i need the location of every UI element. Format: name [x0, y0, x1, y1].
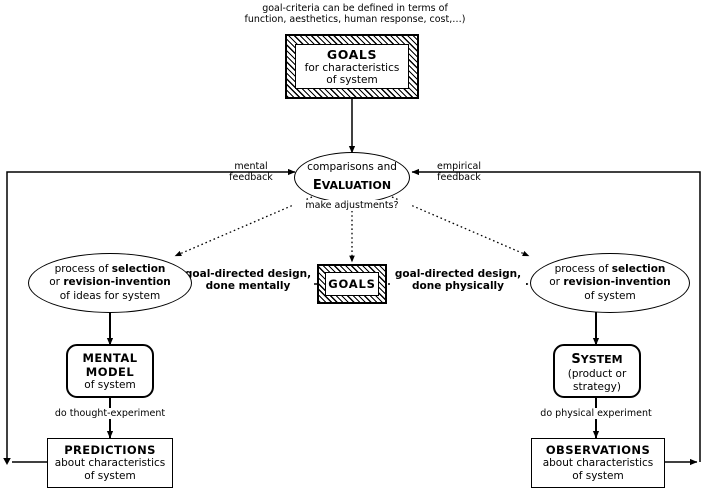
left-process-line2-bold: revision-invention [63, 276, 171, 289]
predictions-line3: of system [84, 470, 136, 482]
empirical-feedback-line2: feedback [437, 172, 481, 184]
left-process-line1-plain: process of [54, 263, 112, 276]
mental-feedback-label: mental feedback [218, 161, 284, 183]
evaluation-line1: comparisons and [307, 160, 397, 173]
thought-experiment-label: do thought-experiment [40, 408, 180, 420]
mental-model-box[interactable]: MENTAL MODEL of system [66, 344, 154, 398]
goals-box-top-line2: for characteristics [304, 62, 400, 74]
goals-box-center[interactable]: GOALS [317, 264, 387, 304]
left-process-line3: of ideas for system [59, 289, 161, 302]
system-line3: strategy) [573, 380, 621, 393]
goal-directed-physical-line2: done physically [411, 280, 505, 293]
system-initial: S [571, 352, 581, 368]
observations-line3: of system [572, 470, 624, 482]
goal-directed-mental-line2: done mentally [205, 280, 291, 293]
line-empirical-feedback [411, 168, 701, 462]
observations-box[interactable]: OBSERVATIONS about characteristics of sy… [531, 438, 665, 488]
left-process-ellipse[interactable]: process of selection or revision-inventi… [28, 253, 192, 313]
physical-experiment-label: do physical experiment [524, 408, 668, 420]
left-process-line2-plain: or [49, 276, 64, 289]
goals-box-top-line3: of system [326, 74, 378, 86]
system-rest: YSTEM [580, 353, 623, 367]
goal-directed-physical-line1: goal-directed design, [394, 268, 522, 280]
goals-box-top-inner: GOALS for characteristics of system [295, 44, 409, 89]
observations-heading: OBSERVATIONS [545, 443, 651, 458]
right-process-line1-plain: process of [554, 263, 612, 276]
observations-line2: about characteristics [542, 457, 654, 470]
empirical-feedback-label: empirical feedback [424, 161, 494, 183]
left-process-line2: or revision-invention [49, 276, 171, 289]
left-process-line1-bold: selection [111, 263, 166, 276]
dotted-arrow-evaluation-to-right-process [391, 196, 530, 257]
mental-model-line2: MODEL [85, 364, 135, 379]
predictions-line2: about characteristics [54, 457, 166, 470]
dotted-arrow-evaluation-to-left-process [174, 196, 313, 257]
system-line1: SYSTEM [571, 348, 622, 368]
empirical-feedback-line1: empirical [437, 161, 481, 172]
right-process-line1-bold: selection [611, 263, 666, 276]
system-box[interactable]: SYSTEM (product or strategy) [553, 344, 641, 398]
goals-box-center-inner: GOALS [325, 272, 379, 296]
goals-box-top-heading: GOALS [326, 47, 378, 62]
right-process-line1: process of selection [555, 263, 666, 276]
evaluation-initial: E [312, 177, 322, 193]
evaluation-rest: VALUATION [321, 178, 392, 192]
line-mental-feedback [6, 168, 296, 462]
mental-feedback-line2: feedback [229, 172, 273, 184]
mental-model-line1: MENTAL [82, 350, 138, 365]
mental-model-line3: of system [84, 378, 136, 391]
goal-directed-physical-label: goal-directed design, done physically [390, 268, 526, 293]
goal-directed-mental-label: goal-directed design, done mentally [182, 268, 314, 293]
goal-criteria-note-line2: function, aesthetics, human response, co… [244, 14, 466, 26]
goal-criteria-note-line1: goal-criteria can be defined in terms of [262, 3, 448, 14]
goal-directed-mental-line1: goal-directed design, [184, 268, 312, 280]
evaluation-ellipse[interactable]: comparisons and EVALUATION [294, 152, 410, 203]
arrowhead-mental-loop-corner [3, 458, 11, 465]
predictions-box[interactable]: PREDICTIONS about characteristics of sys… [47, 438, 173, 488]
make-adjustments-label: make adjustments? [292, 200, 412, 212]
right-process-line3: of system [584, 289, 636, 302]
evaluation-line2: EVALUATION [313, 174, 391, 194]
goals-box-center-heading: GOALS [328, 277, 376, 291]
mental-feedback-line1: mental [234, 161, 268, 172]
goal-criteria-note: goal-criteria can be defined in terms of… [170, 3, 540, 25]
right-process-line2: or revision-invention [549, 276, 671, 289]
system-line2: (product or [567, 368, 627, 381]
right-process-ellipse[interactable]: process of selection or revision-inventi… [530, 253, 690, 313]
right-process-line2-bold: revision-invention [563, 276, 671, 289]
goals-box-top[interactable]: GOALS for characteristics of system [285, 34, 419, 99]
right-process-line2-plain: or [549, 276, 564, 289]
left-process-line1: process of selection [55, 263, 166, 276]
predictions-heading: PREDICTIONS [64, 443, 156, 458]
